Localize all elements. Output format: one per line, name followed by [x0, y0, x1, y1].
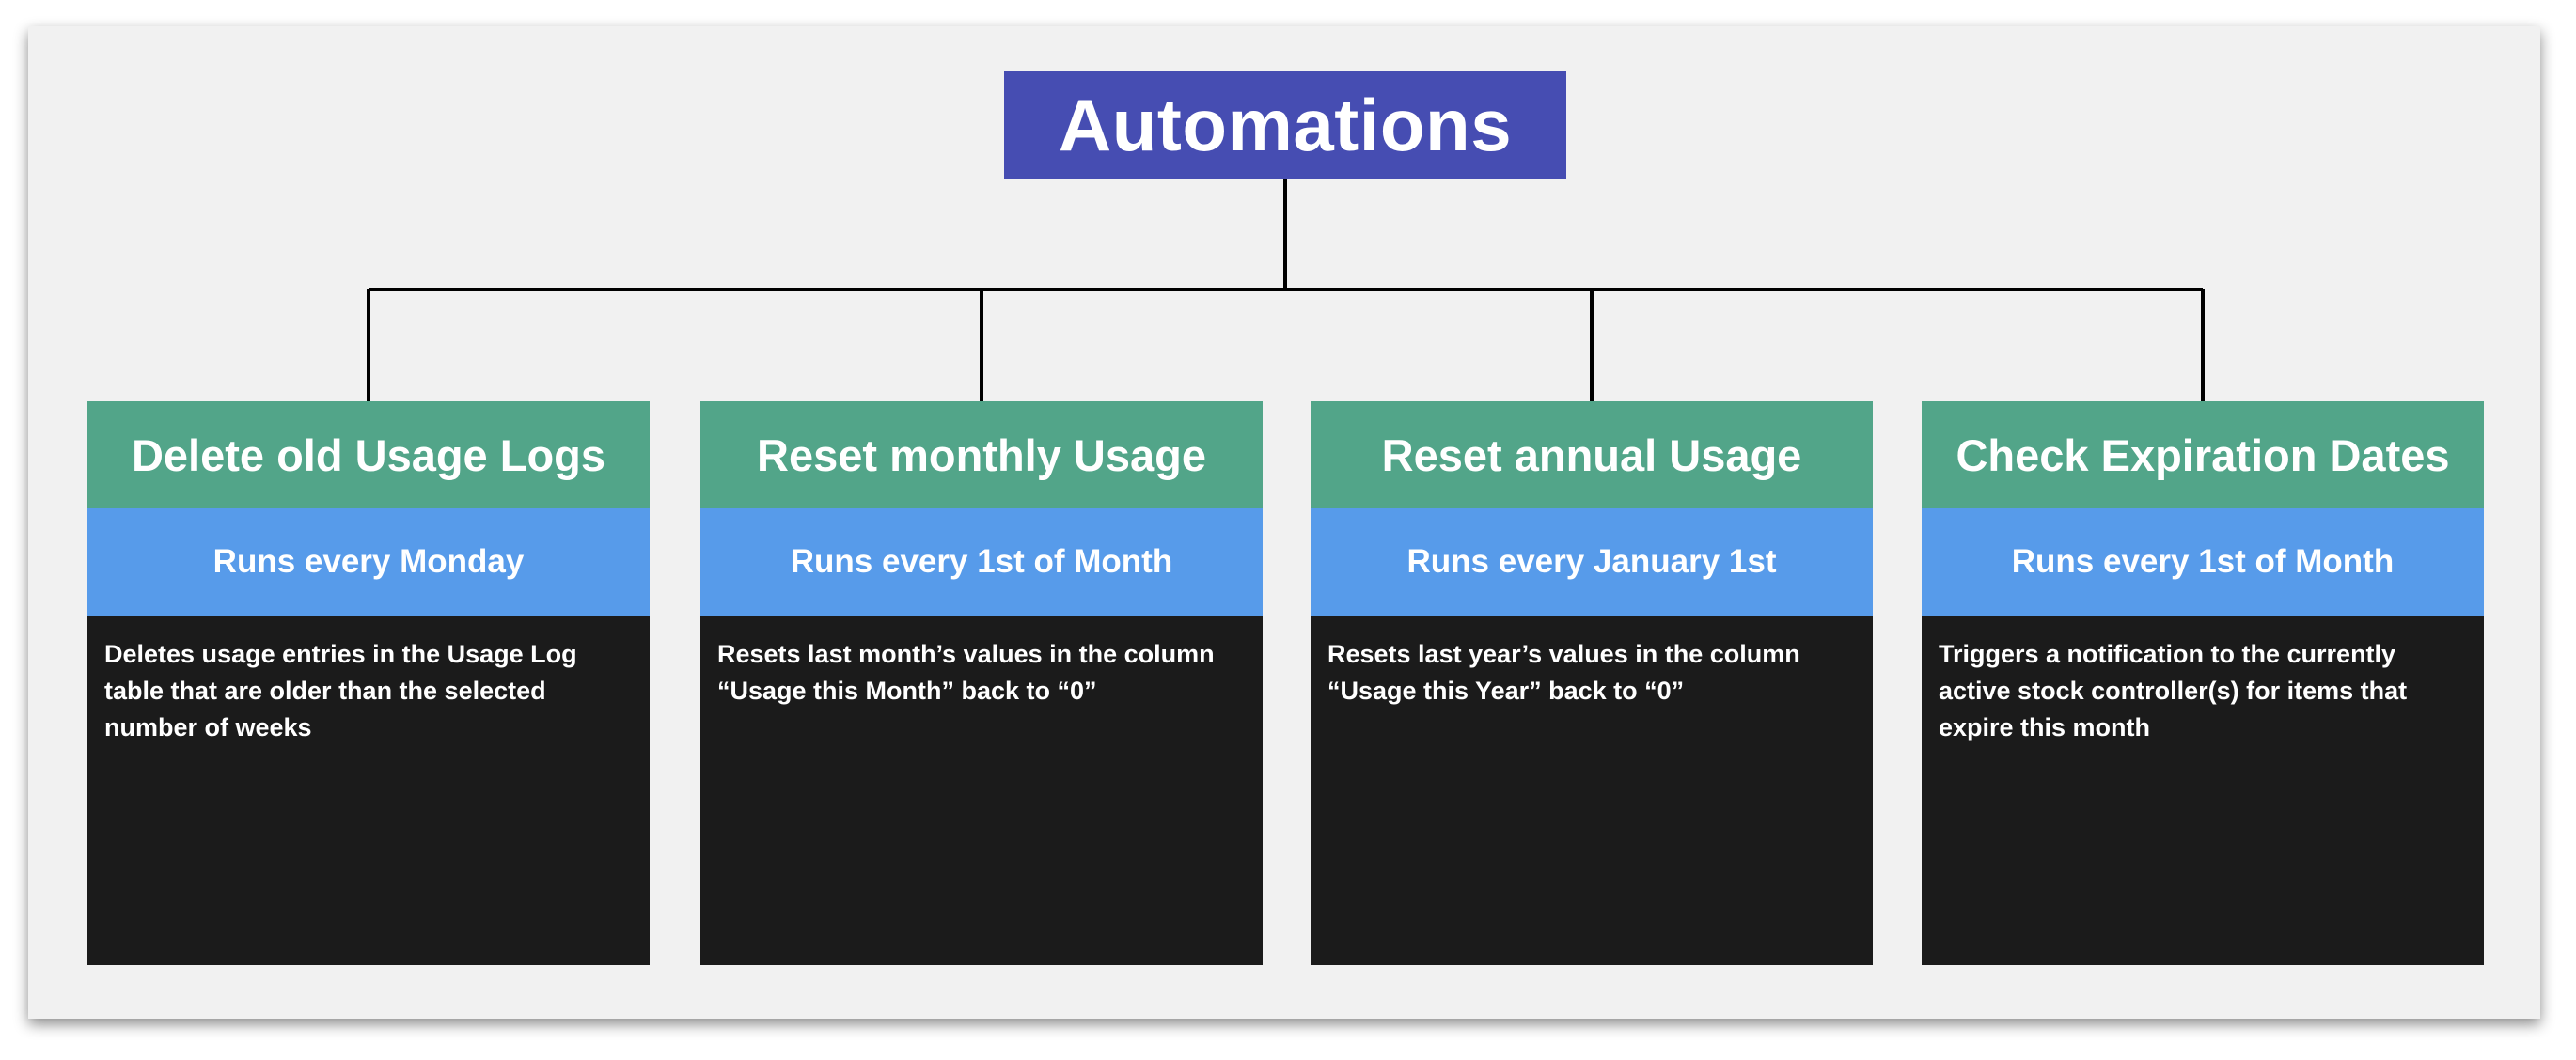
- automation-card-delete-old-usage-logs: Delete old Usage Logs Runs every Monday …: [87, 401, 650, 965]
- card-description: Resets last year’s values in the column …: [1311, 616, 1873, 965]
- card-title: Delete old Usage Logs: [87, 401, 650, 508]
- card-title: Reset monthly Usage: [700, 401, 1263, 508]
- card-schedule: Runs every January 1st: [1311, 508, 1873, 616]
- card-title: Check Expiration Dates: [1922, 401, 2484, 508]
- card-description: Resets last month’s values in the column…: [700, 616, 1263, 965]
- automation-card-check-expiration-dates: Check Expiration Dates Runs every 1st of…: [1922, 401, 2484, 965]
- automation-card-reset-annual-usage: Reset annual Usage Runs every January 1s…: [1311, 401, 1873, 965]
- card-description: Deletes usage entries in the Usage Log t…: [87, 616, 650, 965]
- card-schedule: Runs every 1st of Month: [1922, 508, 2484, 616]
- card-schedule: Runs every Monday: [87, 508, 650, 616]
- card-title: Reset annual Usage: [1311, 401, 1873, 508]
- diagram-title: Automations: [1004, 71, 1566, 179]
- card-description: Triggers a notification to the currently…: [1922, 616, 2484, 965]
- automation-card-reset-monthly-usage: Reset monthly Usage Runs every 1st of Mo…: [700, 401, 1263, 965]
- card-schedule: Runs every 1st of Month: [700, 508, 1263, 616]
